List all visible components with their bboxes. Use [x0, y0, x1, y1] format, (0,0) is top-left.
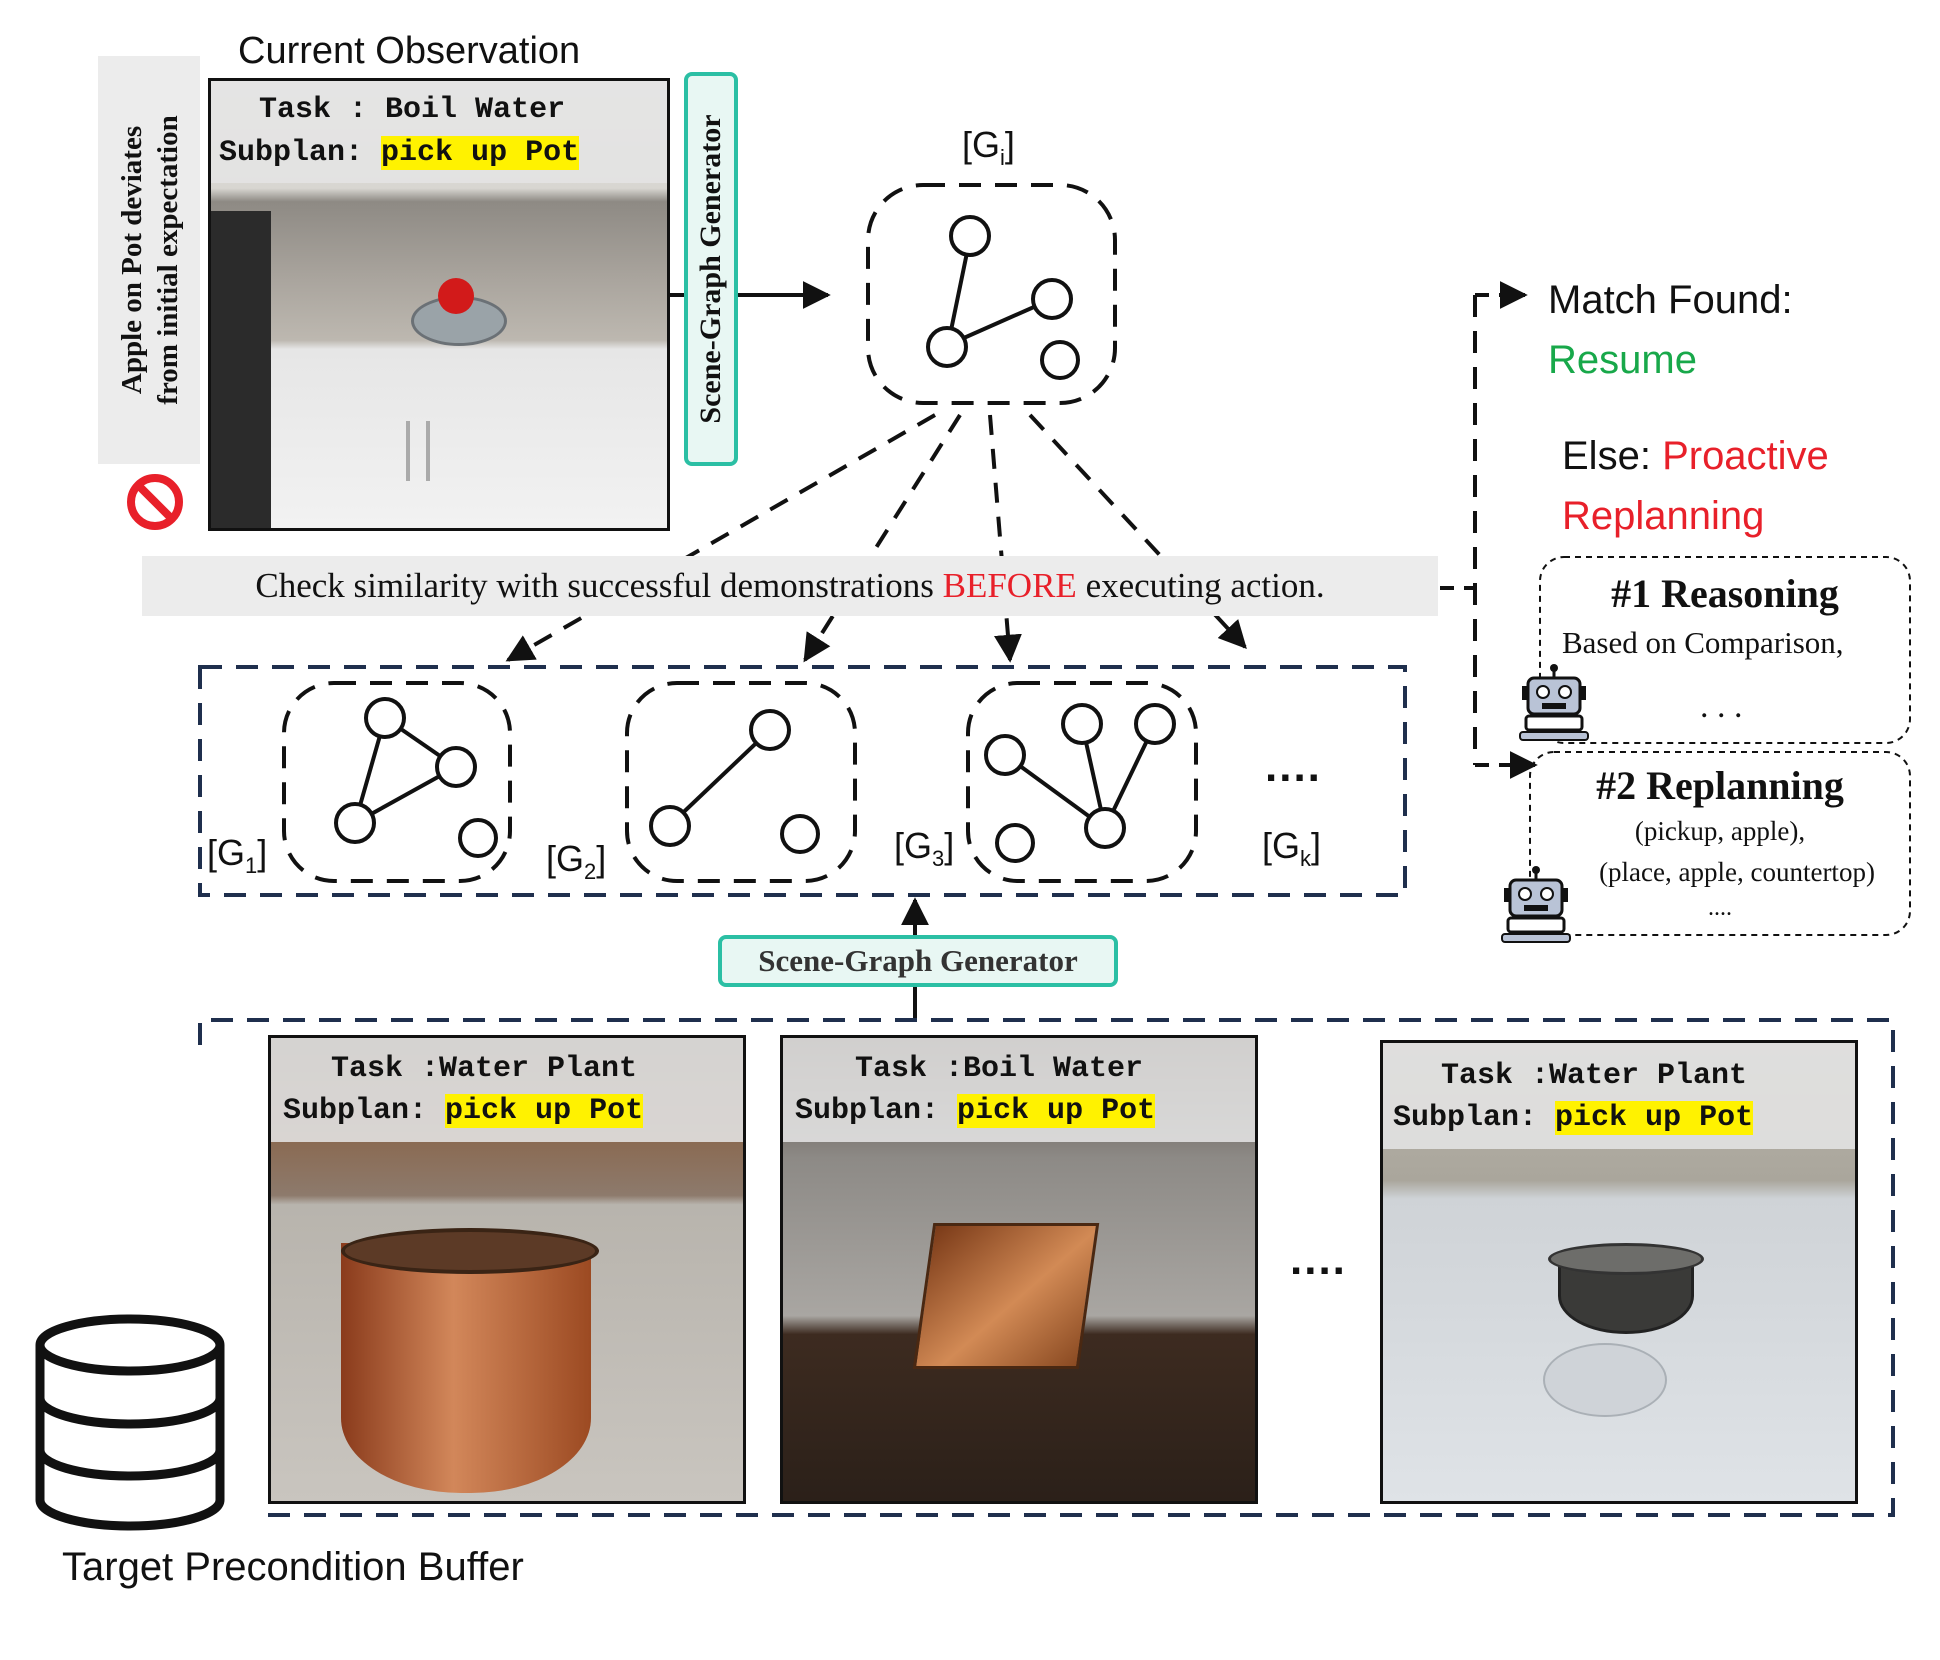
graph-g3	[966, 681, 1198, 883]
graph-g2-label: [G2]	[546, 838, 607, 885]
apple-shape	[438, 278, 474, 314]
graph-g1	[282, 681, 512, 883]
graph-g2	[625, 681, 857, 883]
database-icon	[35, 1314, 225, 1531]
graph-gi-frame	[866, 183, 1117, 405]
warning-line-2: from initial expectation	[152, 115, 184, 405]
node	[1031, 278, 1073, 320]
prohibited-icon	[127, 474, 183, 530]
node	[949, 215, 991, 257]
graphs-container	[198, 665, 1407, 897]
task-label: Task :	[259, 93, 368, 127]
current-observation-caption: Task : Boil Water Subplan: pick up Pot	[211, 81, 667, 183]
before-highlight: BEFORE	[942, 566, 1077, 605]
scene-graph-generator-horizontal	[718, 935, 1118, 987]
buffer-item-1-caption: Task :Water Plant Subplan: pick up Pot	[271, 1038, 743, 1142]
buffer-container	[198, 1018, 1895, 1517]
fanout-arrows	[505, 413, 1247, 663]
copper-pot-shape	[341, 1243, 591, 1493]
warning-note	[98, 56, 200, 464]
replanning-box-frame	[1529, 751, 1911, 936]
copper-pan-shape	[912, 1223, 1100, 1369]
replanning-title: #2 Replanning	[1596, 763, 1844, 808]
scene-graph-generator-horizontal-label: Scene-Graph Generator	[758, 943, 1078, 978]
graph-gi	[866, 183, 1117, 405]
buffer-item-2: Task :Boil Water Subplan: pick up Pot	[780, 1035, 1258, 1504]
subplan-value: pick up Pot	[381, 136, 580, 170]
scene-graph-generator-vertical-label: Scene-Graph Generator	[694, 114, 727, 424]
resume-label: Resume	[1548, 338, 1697, 382]
graph-gi-label: [Gi]	[962, 124, 1015, 171]
else-line: Else: Proactive	[1562, 434, 1829, 478]
node	[926, 326, 968, 368]
robot-icon	[1519, 664, 1589, 741]
current-observation-title: Current Observation	[238, 30, 581, 72]
buffer-label: Target Precondition Buffer	[62, 1545, 524, 1589]
replanning-line-1: (pickup, apple),	[1634, 816, 1806, 846]
reasoning-line-2: . . .	[1700, 688, 1743, 725]
buffer-item-3: Task :Water Plant Subplan: pick up Pot	[1380, 1040, 1858, 1504]
warning-line-1: Apple on Pot deviates	[116, 125, 148, 395]
decision-bracket	[1440, 281, 1538, 779]
replanning-line-3: ....	[1708, 895, 1732, 921]
buffer-item-2-caption: Task :Boil Water Subplan: pick up Pot	[783, 1038, 1255, 1142]
node	[1040, 340, 1080, 380]
bowl-shape	[1543, 1343, 1667, 1417]
buffer-item-3-caption: Task :Water Plant Subplan: pick up Pot	[1383, 1043, 1855, 1149]
proactive-label: Proactive	[1662, 434, 1829, 478]
replanning-label: Replanning	[1562, 494, 1765, 538]
current-observation-image: Task : Boil Water Subplan: pick up Pot	[208, 78, 670, 531]
check-similarity-banner: Check similarity with successful demonst…	[142, 556, 1438, 616]
graph-ellipsis: ....	[1265, 742, 1322, 791]
reasoning-line-1: Based on Comparison,	[1562, 625, 1844, 660]
subplan-label: Subplan:	[219, 136, 364, 170]
buffer-item-1: Task :Water Plant Subplan: pick up Pot	[268, 1035, 746, 1504]
task-value: Boil Water	[385, 93, 566, 127]
scene-graph-generator-vertical	[684, 72, 738, 466]
warning-text: Apple on Pot deviates from initial expec…	[114, 60, 186, 460]
graph-g3-label: [G3]	[894, 825, 955, 872]
graph-gk-label: [Gk]	[1262, 825, 1322, 872]
replanning-line-2: (place, apple, countertop)	[1599, 857, 1875, 887]
reasoning-box-frame	[1539, 556, 1911, 744]
graph-g1-label: [G1]	[207, 832, 268, 879]
buffer-ellipsis: ....	[1290, 1235, 1347, 1284]
robot-icon	[1501, 866, 1571, 943]
reasoning-title: #1 Reasoning	[1611, 571, 1839, 616]
match-found-label: Match Found:	[1548, 278, 1793, 322]
